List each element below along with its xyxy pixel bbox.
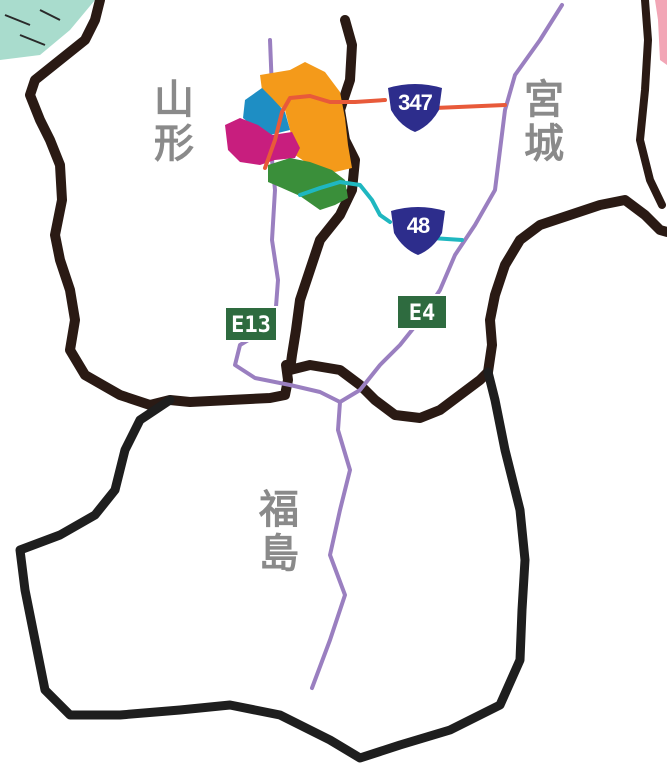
miyagi-top-border <box>636 0 666 209</box>
expressway-sign-e13: E13 <box>224 306 278 342</box>
route-number-347: 347 <box>398 90 433 115</box>
sea-area-top-right <box>655 0 667 65</box>
sea-hatch <box>4 9 61 46</box>
route-shield-347: 347 <box>385 82 445 134</box>
region-green <box>268 158 348 210</box>
prefecture-label-yamagata: 山 形 <box>154 77 194 167</box>
region-magenta <box>225 118 300 165</box>
region-orange <box>260 62 352 172</box>
yamagata-border <box>25 0 293 410</box>
shield-icon <box>391 207 445 255</box>
miyagi-border <box>483 195 667 377</box>
route-number-48: 48 <box>406 213 430 238</box>
sea-area-top-left <box>0 0 95 60</box>
expressway-e4-line <box>310 3 564 690</box>
expressway-sign-e4: E4 <box>396 294 448 330</box>
route-347-line <box>263 94 507 170</box>
fukushima-north-border <box>285 360 493 423</box>
yamagata-miyagi-border <box>285 15 360 375</box>
prefecture-label-miyagi: 宮 城 <box>524 77 564 167</box>
prefecture-label-fukushima: 福 島 <box>259 487 299 577</box>
fukushima-border <box>15 367 530 763</box>
route-shield-48: 48 <box>388 205 448 257</box>
shield-icon <box>388 84 442 132</box>
